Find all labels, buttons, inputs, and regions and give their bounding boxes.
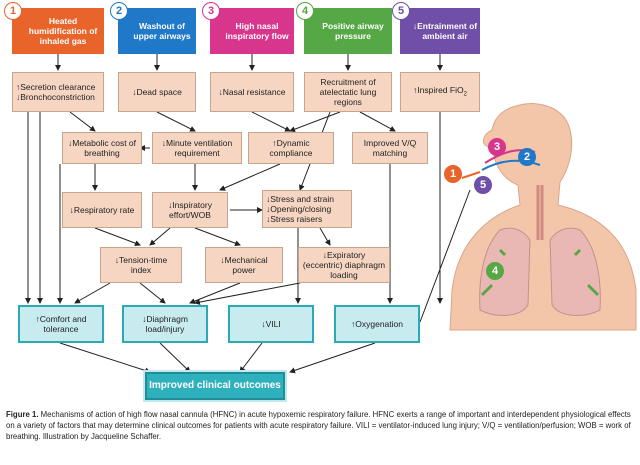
dynamic-compliance-box: ↑Dynamic compliance [248,132,334,164]
left-lung [479,227,531,316]
recruitment-box: Recruitment of atelectatic lung regions [304,72,392,112]
illustration-number-4: 4 [486,262,504,280]
header-entrainment: ↓Entrainment of ambient air [400,8,480,54]
humidified-gas-arrow [461,171,481,179]
mechanical-power-box: ↓Mechanical power [205,247,283,283]
secretion-clearance-label: ↑Secretion clearance [16,82,96,92]
figure-caption: Figure 1. Mechanisms of action of high f… [6,409,634,442]
opening-closing-label: ↓Opening/closing [266,204,332,214]
header-nasal-flow: High nasal inspiratory flow [210,8,294,54]
header-airway-pressure: Positive airway pressure [304,8,392,54]
respiratory-rate-box: ↓Respiratory rate [62,192,142,228]
nasal-resistance-box: ↓Nasal resistance [210,72,294,112]
header-number-1: 1 [4,2,22,20]
metabolic-cost-box: ↓Metabolic cost of breathing [62,132,142,164]
secretion-broncho-box: ↑Secretion clearance ↓Bronchoconstrictio… [12,72,104,112]
caption-label: Figure 1. [6,410,39,419]
dynamic-compliance-label: ↑Dynamic compliance [269,138,313,158]
illustration-number-2: 2 [518,148,536,166]
header-washout-label: Washout of upper airways [133,21,191,41]
header-number-3: 3 [202,2,220,20]
diaphragm-box: ↓Diaphragm load/injury [122,305,208,343]
illustration-number-3: 3 [488,138,506,156]
mechanical-power-label: ↓Mechanical power [220,255,268,275]
respiratory-rate-label: ↓Respiratory rate [69,205,135,215]
fio2-text: ↑Inspired FiO [413,84,464,95]
stress-strain-label: ↓Stress and strain [266,194,335,204]
pressure-arrow-upper-right [573,248,582,257]
pressure-arrow-upper-left [498,248,507,257]
fio2-label: ↑Inspired FiO2 [413,85,467,100]
pressure-arrow-right [586,283,600,297]
header-humidification-label: Heated humidification of inhaled gas [28,16,98,46]
comfort-label: ↑Comfort and tolerance [35,314,87,334]
inspiratory-effort-box: ↓Inspiratory effort/WOB [152,192,228,228]
trachea [536,185,544,240]
expiratory-loading-label: ↓Expiratory (eccentric) diaphragm loadin… [302,250,386,280]
oxygenation-label: ↑Oxygenation [351,319,403,329]
fio2-box: ↑Inspired FiO2 [400,72,480,112]
stress-raisers-label: ↓Stress raisers [266,214,323,224]
final-outcomes-label: Improved clinical outcomes [149,380,281,391]
minute-ventilation-label: ↓Minute ventilation requirement [161,138,233,158]
illustration-number-5: 5 [474,176,492,194]
caption-text: Mechanisms of action of high flow nasal … [6,410,631,441]
nasal-resistance-label: ↓Nasal resistance [218,87,286,97]
minute-ventilation-box: ↓Minute ventilation requirement [152,132,242,164]
recruitment-label: Recruitment of atelectatic lung regions [319,77,377,107]
header-entrainment-label: ↓Entrainment of ambient air [412,21,478,41]
final-outcomes-box: Improved clinical outcomes [145,372,285,400]
tension-time-label: ↓Tension-time index [114,255,168,275]
inspiratory-effort-label: ↓Inspiratory effort/WOB [168,200,212,220]
expiratory-loading-box: ↓Expiratory (eccentric) diaphragm loadin… [298,247,390,283]
dead-space-label: ↓Dead space [132,87,182,97]
header-humidification: Heated humidification of inhaled gas [12,8,104,54]
bronchoconstriction-label: ↓Bronchoconstriction [16,92,95,102]
vq-matching-box: Improved V/Q matching [352,132,428,164]
metabolic-cost-label: ↓Metabolic cost of breathing [67,138,137,158]
washout-flow-arrow [481,159,541,171]
header-number-5: 5 [392,2,410,20]
vili-label: ↓VILI [261,319,281,329]
header-airway-pressure-label: Positive airway pressure [322,21,384,41]
dead-space-box: ↓Dead space [118,72,196,112]
fio2-subscript: 2 [463,91,467,98]
illustration-number-1: 1 [444,165,462,183]
comfort-box: ↑Comfort and tolerance [18,305,104,343]
tension-time-box: ↓Tension-time index [100,247,182,283]
header-number-4: 4 [296,2,314,20]
header-nasal-flow-label: High nasal inspiratory flow [225,21,289,41]
vq-matching-label: Improved V/Q matching [363,138,417,158]
right-lung [549,227,601,316]
diaphragm-label: ↓Diaphragm load/injury [142,314,188,334]
stress-strain-box: ↓Stress and strain ↓Opening/closing ↓Str… [262,190,352,228]
header-number-2: 2 [110,2,128,20]
header-washout: Washout of upper airways [118,8,196,54]
pressure-arrow-left [480,283,494,297]
oxygenation-box: ↑Oxygenation [334,305,420,343]
vili-box: ↓VILI [228,305,314,343]
